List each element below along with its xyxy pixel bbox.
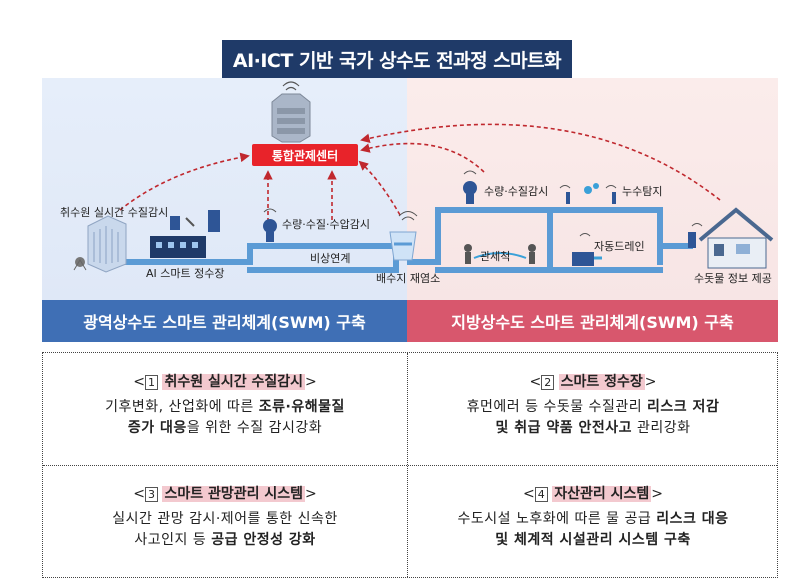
label-ai-plant: AI 스마트 정수장 bbox=[146, 267, 225, 280]
label-emergency: 비상연계 bbox=[310, 252, 351, 265]
cell-heading: <4 자산관리 시스템> bbox=[523, 486, 663, 502]
band-wide-area: 광역상수도 스마트 관리체계(SWM) 구축 bbox=[42, 300, 407, 342]
integrated-control-center: 통합관제센터 bbox=[252, 144, 358, 166]
cell-heading: <3 스마트 관망관리 시스템> bbox=[133, 486, 317, 502]
server-icon bbox=[271, 81, 311, 143]
plant-icon bbox=[150, 210, 220, 258]
label-reservoir: 배수지 재염소 bbox=[376, 272, 441, 285]
grid-divider bbox=[43, 465, 777, 466]
label-quantity-quality: 수량·수질감시 bbox=[484, 185, 549, 198]
cell-description: 휴먼에러 등 수돗물 수질관리 리스크 저감 및 취급 약품 안전사고 관리강화 bbox=[466, 399, 720, 436]
cell-description: 수도시설 노후화에 따른 물 공급 리스크 대응 및 체계적 시설관리 시스템 … bbox=[457, 511, 729, 548]
summary-grid: <1 취수원 실시간 수질감시> 기후변화, 산업화에 따른 조류·유해물질 증… bbox=[42, 352, 778, 578]
leak-drops-icon bbox=[566, 183, 616, 204]
cell-description: 실시간 관망 감시·제어를 통한 신속한 사고인지 등 공급 안정성 강화 bbox=[112, 511, 338, 548]
label-intake: 취수원 실시간 수질감시 bbox=[60, 206, 169, 219]
sensor-icon bbox=[463, 170, 477, 204]
page-title: AI·ICT 기반 국가 상수도 전과정 스마트화 bbox=[222, 40, 572, 78]
label-pipe: 관세척 bbox=[480, 250, 511, 263]
label-flow-quality: 수량·수질·수압감시 bbox=[282, 218, 370, 231]
cell-heading: <2 스마트 정수장> bbox=[529, 374, 657, 390]
grid-cell-1: <1 취수원 실시간 수질감시> 기후변화, 산업화에 따른 조류·유해물질 증… bbox=[43, 371, 407, 439]
reservoir-icon bbox=[389, 231, 417, 261]
wifi-icon bbox=[398, 185, 703, 237]
sensor-icon bbox=[263, 208, 277, 242]
data-flow-arrows bbox=[119, 123, 721, 222]
grid-cell-3: <3 스마트 관망관리 시스템> 실시간 관망 감시·제어를 통한 신속한 사고… bbox=[43, 483, 407, 551]
band-local-area: 지방상수도 스마트 관리체계(SWM) 구축 bbox=[407, 300, 778, 342]
label-drain: 자동드레인 bbox=[594, 240, 645, 253]
house-icon bbox=[688, 207, 774, 269]
intake-tank-icon bbox=[73, 215, 127, 273]
cell-description: 기후변화, 산업화에 따른 조류·유해물질 증가 대응을 위한 수질 감시강화 bbox=[105, 399, 345, 436]
label-tap-info: 수돗물 정보 제공 bbox=[694, 272, 772, 285]
grid-cell-4: <4 자산관리 시스템> 수도시설 노후화에 따른 물 공급 리스크 대응 및 … bbox=[408, 483, 778, 551]
pipe-clean-icon bbox=[464, 244, 536, 264]
drain-icon bbox=[572, 252, 602, 266]
label-leak: 누수탐지 bbox=[622, 185, 663, 198]
cell-heading: <1 취수원 실시간 수질감시> bbox=[133, 374, 317, 390]
grid-cell-2: <2 스마트 정수장> 휴먼에러 등 수돗물 수질관리 리스크 저감 및 취급 … bbox=[408, 371, 778, 439]
